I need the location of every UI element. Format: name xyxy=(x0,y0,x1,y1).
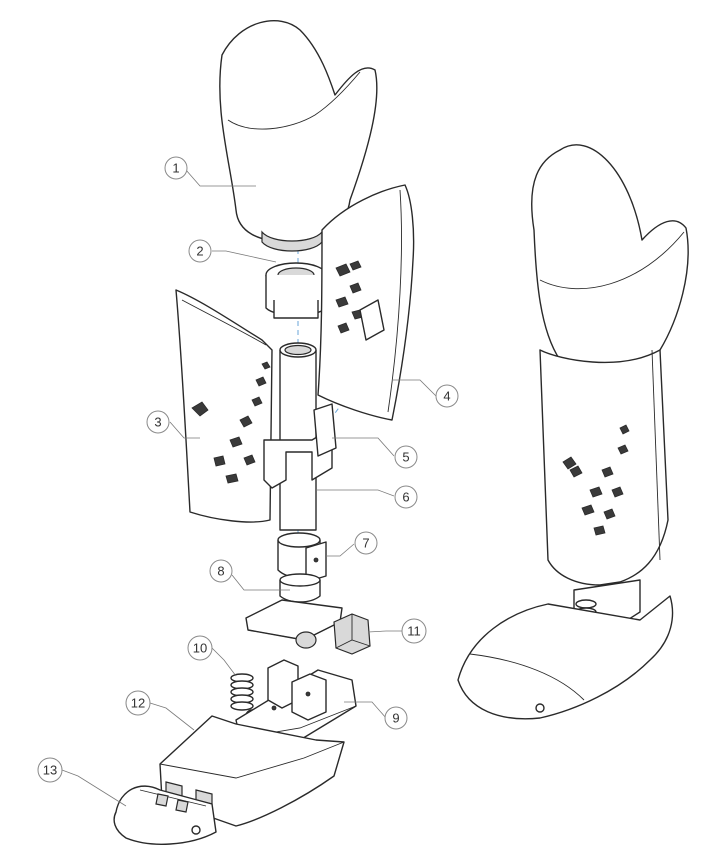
callout-5-label: 5 xyxy=(402,450,409,465)
leader-4 xyxy=(392,379,437,397)
part-9-ankle-base xyxy=(235,659,357,741)
leader-10 xyxy=(211,647,237,677)
callout-8-label: 8 xyxy=(217,564,224,579)
exploded-view xyxy=(113,20,415,845)
callout-13: 13 xyxy=(37,757,63,783)
callout-8: 8 xyxy=(209,559,233,583)
callout-4: 4 xyxy=(435,384,459,408)
callout-6-label: 6 xyxy=(402,490,409,505)
callout-7-label: 7 xyxy=(362,536,369,551)
leader-11 xyxy=(367,630,402,633)
part-8-adapter-plate xyxy=(245,573,343,649)
callout-5: 5 xyxy=(394,445,418,469)
callout-10: 10 xyxy=(187,635,213,661)
callout-9: 9 xyxy=(384,706,408,730)
callout-11: 11 xyxy=(401,618,427,644)
callout-1-label: 1 xyxy=(172,161,179,176)
callout-1: 1 xyxy=(164,156,188,180)
callout-12: 12 xyxy=(125,690,151,716)
assembled-shell xyxy=(539,349,669,586)
callout-13-label: 13 xyxy=(43,763,57,778)
leader-6 xyxy=(316,489,395,497)
leader-8 xyxy=(231,574,290,591)
callout-2: 2 xyxy=(188,239,212,263)
assembled-view xyxy=(457,144,689,720)
part-2-clamp-adapter xyxy=(265,262,327,319)
callout-9-label: 9 xyxy=(392,711,399,726)
leader-2 xyxy=(212,250,277,263)
part-11-bumper xyxy=(333,613,371,655)
leader-1 xyxy=(185,169,256,187)
part-3-rear-shell xyxy=(175,289,273,523)
callout-11-label: 11 xyxy=(407,624,421,639)
part-13-toe-cap xyxy=(113,785,217,845)
assembled-foot xyxy=(457,595,674,720)
assembled-socket xyxy=(531,144,689,372)
leader-9 xyxy=(344,701,387,719)
callout-2-label: 2 xyxy=(196,244,203,259)
callout-3-label: 3 xyxy=(154,415,161,430)
leader-12 xyxy=(149,702,195,731)
leader-7 xyxy=(326,543,355,557)
part-7-lower-clamp xyxy=(277,532,327,583)
leader-lines xyxy=(61,169,437,807)
callout-10-label: 10 xyxy=(193,641,207,656)
part-4-front-shell xyxy=(317,184,415,421)
callout-7: 7 xyxy=(354,531,378,555)
callout-12-label: 12 xyxy=(131,696,145,711)
part-6-pylon-tube xyxy=(279,342,317,531)
part-12-foot-shell xyxy=(159,715,345,827)
part-5-bracket xyxy=(263,403,337,489)
callout-6: 6 xyxy=(394,485,418,509)
part-1-socket xyxy=(219,20,378,252)
leader-13 xyxy=(61,769,127,807)
leader-5 xyxy=(332,437,395,457)
callout-3: 3 xyxy=(146,410,170,434)
leader-3 xyxy=(169,421,200,439)
callout-4-label: 4 xyxy=(443,389,450,404)
